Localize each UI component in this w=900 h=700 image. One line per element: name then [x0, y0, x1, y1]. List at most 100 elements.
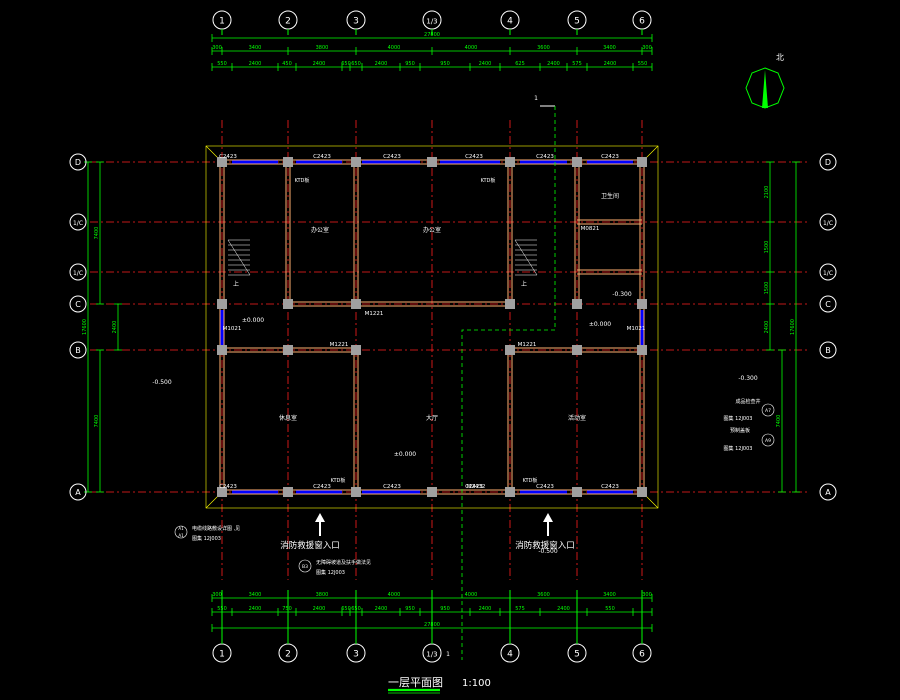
dim-right-inner-label-1: 1500: [764, 241, 770, 254]
dim-top-bays-label-7: 300: [642, 45, 652, 51]
dim-top-openings-label-10: 625: [515, 61, 525, 67]
site-outline: [205, 145, 659, 509]
elev-right: ±0.000: [589, 321, 611, 328]
column-9: [505, 487, 515, 497]
drawing-title: 一层平面图 1:100: [388, 676, 491, 694]
dim-top-openings-label-8: 950: [440, 61, 450, 67]
note-left-line1: 电缆线路敷设详图 ,见: [192, 525, 240, 532]
dim-top-bays-label-0: 300: [212, 45, 222, 51]
elev-toilet: -0.300: [612, 291, 632, 298]
entrance-left: 消防救援窗入口: [280, 540, 340, 551]
dim-top-openings-label-0: 550: [217, 61, 227, 67]
grid-label-v-3-1: 1/3: [426, 651, 437, 659]
dim-top-openings-label-11: 2400: [547, 61, 560, 67]
dim-top-openings-label-13: 2400: [604, 61, 617, 67]
room-classroom-right: 活动室: [568, 414, 586, 422]
note-right-tag1: A7: [765, 408, 771, 414]
column-3: [283, 487, 293, 497]
ktd-bot-1: KTD板: [331, 477, 346, 484]
north-arrow-pointer: [762, 70, 768, 108]
grid-bubble-h-1-0: [69, 213, 87, 231]
column-14: [217, 299, 227, 309]
column-6: [427, 157, 437, 167]
dim-bottom-bays-label-2: 3800: [316, 592, 329, 598]
dim-bottom-bays-label-5: 3600: [537, 592, 550, 598]
dim-right-lower-label-0: 7400: [776, 415, 782, 428]
grid-label-v-5-1: 5: [574, 650, 580, 660]
grid-label-h-3-0: C: [75, 300, 81, 309]
grid-label-v-0-0: 1: [219, 17, 225, 27]
column-21: [283, 345, 293, 355]
grid-label-h-5-1: A: [825, 488, 831, 497]
up-right: 上: [521, 280, 527, 288]
axis-lines: [90, 120, 810, 580]
door-label-6: M0821: [581, 226, 600, 232]
grid-bubble-h-5-1: [819, 483, 837, 501]
dim-top-openings-label-14: 550: [638, 61, 648, 67]
grid-label-h-2-1: 1/C: [823, 270, 833, 277]
grid-label-v-3-0: 1/3: [426, 18, 437, 26]
stairs-left-rail: [227, 239, 251, 276]
grid-bubble-h-5-0: [69, 483, 87, 501]
north-arrow: 北: [745, 53, 785, 109]
entrance-left-arrow-head: [315, 513, 325, 522]
column-22: [351, 345, 361, 355]
note-left-tag-top: A1: [178, 526, 184, 531]
dim-left-2-label-0: 2400: [112, 321, 118, 334]
entrance-right-arrow-head: [543, 513, 553, 522]
grid-label-v-6-1: 6: [639, 650, 645, 660]
dim-left-1-label-0: 7400: [94, 227, 100, 240]
ktd-top-2: KTD板: [481, 177, 496, 184]
grid-label-h-4-1: B: [825, 346, 831, 355]
column-13: [637, 487, 647, 497]
dim-left-3-label-0: 7400: [94, 415, 100, 428]
window-label-top-2: C2423: [383, 154, 401, 160]
window-label-bottom-3: C2423: [465, 484, 483, 490]
dim-bottom-bays-label-0: 300: [212, 592, 222, 598]
door-label-4: M1021: [627, 326, 646, 332]
room-office-left: 办公室: [311, 226, 329, 234]
window-label-bottom-4: C2423: [536, 484, 554, 490]
walls: [174, 105, 775, 660]
column-2: [283, 157, 293, 167]
door-label-3: M1021: [223, 326, 242, 332]
elev-hall: ±0.000: [394, 451, 416, 458]
dim-bottom-openings-label-7: 950: [405, 606, 415, 612]
dim-right-inner-label-2: 1500: [764, 282, 770, 295]
north-label: 北: [776, 53, 784, 62]
dim-bottom-openings-label-3: 2400: [313, 606, 326, 612]
window-label-bottom-0: C2423: [219, 484, 237, 490]
door-label-5: M2432: [467, 484, 486, 490]
grid-label-h-2-0: 1/C: [73, 270, 83, 277]
elev-minus-right: -0.300: [738, 375, 758, 382]
grid-bubble-h-3-0: [69, 295, 87, 313]
grid-label-v-0-1: 1: [219, 650, 225, 660]
dim-top-bays-label-4: 4000: [465, 45, 478, 51]
window-label-bottom-2: C2423: [383, 484, 401, 490]
dim-top-openings-label-7: 950: [405, 61, 415, 67]
dim-bottom-bays-label-4: 4000: [465, 592, 478, 598]
grid-label-v-2-1: 3: [353, 650, 359, 660]
grid-label-h-3-1: C: [825, 300, 831, 309]
note-right-ref2: 图集 12J003: [724, 445, 753, 452]
title-text: 一层平面图: [388, 676, 443, 689]
ktd-top-1: KTD板: [295, 177, 310, 184]
section-mark-top: 1: [534, 95, 538, 102]
room-hall: 大厅: [426, 414, 438, 422]
room-office-mid: 办公室: [423, 226, 441, 234]
grid-bubble-h-1-1: [819, 213, 837, 231]
grid-label-h-4-0: B: [75, 346, 81, 355]
note-right-title: 成品检查井: [735, 398, 760, 405]
grid-bubble-h-3-1: [819, 295, 837, 313]
column-19: [637, 299, 647, 309]
column-1: [217, 487, 227, 497]
stairs-right-rail: [514, 239, 538, 276]
grid-label-h-0-0: D: [75, 158, 81, 167]
grid-bubble-h-4-0: [69, 341, 87, 359]
note-right-title2: 预制盖板: [730, 427, 750, 434]
dim-top-bays-label-5: 3600: [537, 45, 550, 51]
dim-bottom-bays-label-1: 3400: [249, 592, 262, 598]
dim-top-openings-label-3: 2400: [313, 61, 326, 67]
column-8: [505, 157, 515, 167]
